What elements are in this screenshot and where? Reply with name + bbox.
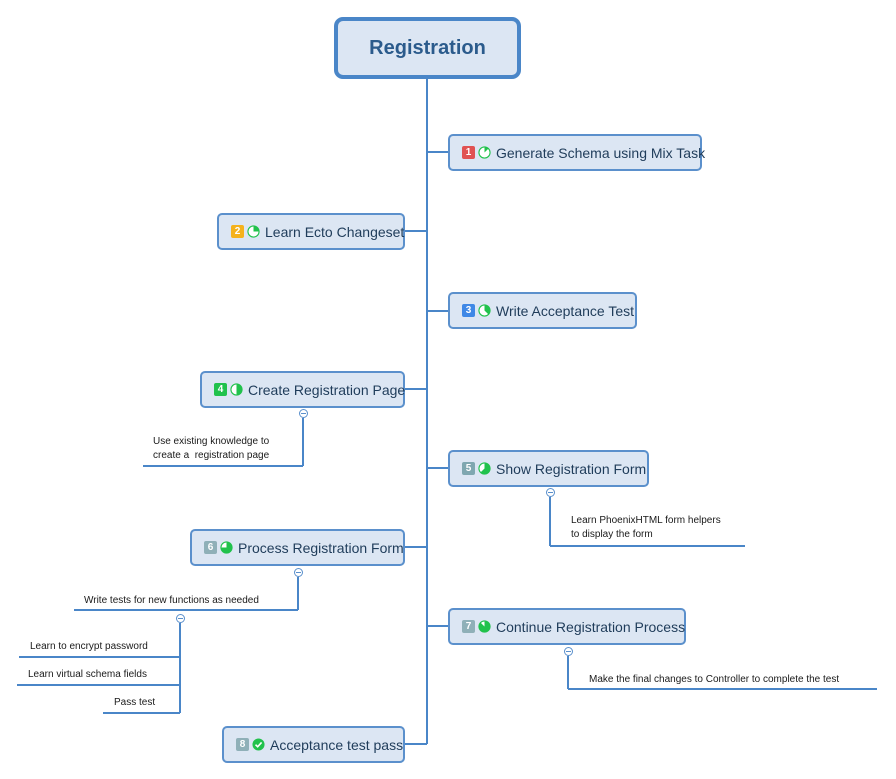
- topic-label: Process Registration Form: [238, 539, 404, 556]
- topic-label: Write Acceptance Test: [496, 302, 634, 319]
- note-line: Use existing knowledge to: [153, 436, 270, 447]
- topic-label: Show Registration Form: [496, 460, 647, 477]
- topic-label: Learn Ecto Changeset: [265, 223, 405, 240]
- note-encrypt-password: Learn to encrypt password: [30, 641, 148, 652]
- note-line: Learn PhoenixHTML form helpers: [571, 515, 721, 526]
- topic-process-registration-form[interactable]: 6 Process Registration Form: [190, 529, 405, 566]
- progress-pie-icon: [230, 383, 243, 396]
- topic-label: Acceptance test pass: [270, 736, 404, 753]
- topic-write-acceptance-test[interactable]: 3 Write Acceptance Test: [448, 292, 637, 329]
- progress-pie-icon: [220, 541, 233, 554]
- collapse-toggle-icon[interactable]: [294, 568, 303, 577]
- collapse-toggle-icon[interactable]: [176, 614, 185, 623]
- note-line: create a registration page: [153, 450, 270, 461]
- topic-show-registration-form[interactable]: 5 Show Registration Form: [448, 450, 649, 487]
- topic-label: Generate Schema using Mix Task: [496, 144, 706, 161]
- priority-badge: 2: [231, 225, 244, 238]
- note-topic-6: Write tests for new functions as needed: [84, 595, 259, 606]
- note-topic-7: Make the final changes to Controller to …: [589, 674, 840, 685]
- progress-pie-icon: [478, 146, 491, 159]
- priority-badge: 1: [462, 146, 475, 159]
- collapse-toggle-icon[interactable]: [564, 647, 573, 656]
- topic-generate-schema[interactable]: 1 Generate Schema using Mix Task: [448, 134, 706, 171]
- note-virtual-schema-fields: Learn virtual schema fields: [28, 669, 147, 680]
- note-pass-test: Pass test: [114, 697, 156, 708]
- topic-create-registration-page[interactable]: 4 Create Registration Page: [200, 371, 405, 408]
- priority-badge: 5: [462, 462, 475, 475]
- progress-pie-icon: [478, 304, 491, 317]
- progress-pie-icon: [478, 620, 491, 633]
- priority-badge: 7: [462, 620, 475, 633]
- note-topic-5: Learn PhoenixHTML form helpers to displa…: [571, 514, 721, 542]
- collapse-toggle-icon[interactable]: [546, 488, 555, 497]
- note-topic-4: Use existing knowledge to create a regis…: [153, 435, 269, 463]
- progress-pie-icon: [478, 462, 491, 475]
- progress-pie-icon: [247, 225, 260, 238]
- topic-acceptance-test-pass[interactable]: 8 Acceptance test pass: [222, 726, 405, 763]
- priority-badge: 4: [214, 383, 227, 396]
- root-title: Registration: [369, 36, 486, 59]
- check-done-icon: [252, 738, 265, 751]
- topic-continue-registration-process[interactable]: 7 Continue Registration Process: [448, 608, 686, 645]
- priority-badge: 8: [236, 738, 249, 751]
- topic-label: Create Registration Page: [248, 381, 406, 398]
- topic-label: Continue Registration Process: [496, 618, 686, 635]
- priority-badge: 3: [462, 304, 475, 317]
- root-topic-registration[interactable]: Registration: [334, 17, 521, 79]
- priority-badge: 6: [204, 541, 217, 554]
- collapse-toggle-icon[interactable]: [299, 409, 308, 418]
- note-line: to display the form: [571, 529, 653, 540]
- topic-learn-ecto-changeset[interactable]: 2 Learn Ecto Changeset: [217, 213, 405, 250]
